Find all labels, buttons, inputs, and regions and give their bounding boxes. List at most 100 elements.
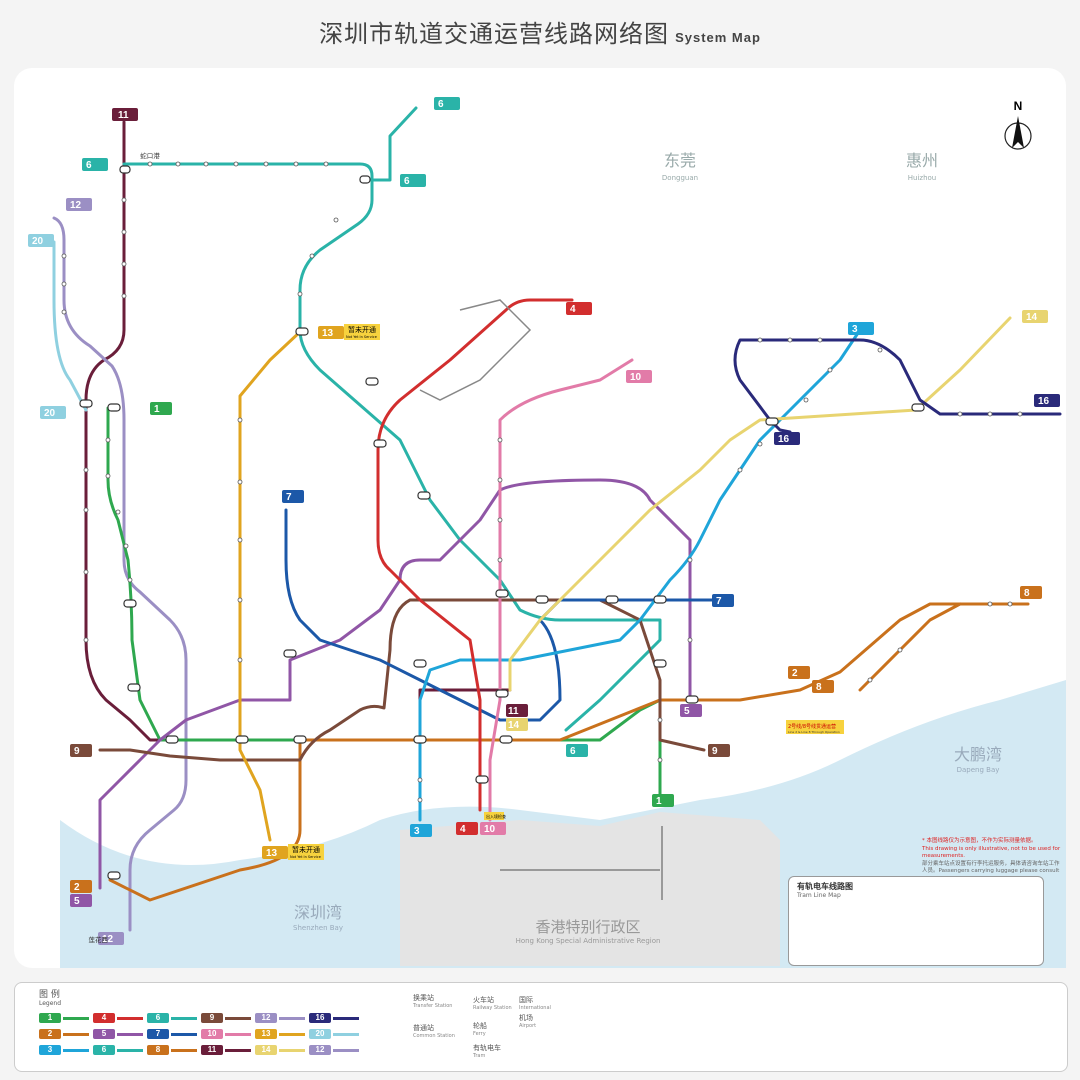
- badge-line-6d-label: 6: [570, 746, 576, 757]
- legend-line-badge: 5: [93, 1029, 115, 1039]
- badge-line-2a-label: 2: [792, 668, 798, 679]
- legend-line-badge: 3: [39, 1045, 61, 1055]
- badge-line-8a-label: 8: [1024, 588, 1030, 599]
- notice-not-open-2: 暂未开通: [292, 845, 320, 854]
- badge-line-7a-label: 7: [286, 492, 292, 503]
- badge-line-12b: 12: [98, 932, 124, 945]
- badge-line-10a-label: 10: [630, 372, 642, 383]
- badge-line-3a-label: 3: [852, 324, 858, 335]
- hong-kong-area: [400, 812, 780, 966]
- badge-line-20b: 20: [40, 406, 66, 419]
- legend-line-bar: [117, 1033, 143, 1036]
- badge-line-20a: 20: [28, 234, 54, 247]
- legend-line-10: 10: [201, 1029, 253, 1039]
- legend-line-bar: [171, 1017, 197, 1020]
- legend-line-badge: 12: [309, 1045, 331, 1055]
- legend-line-6: 6: [147, 1013, 199, 1023]
- badge-line-20b-label: 20: [44, 408, 56, 419]
- tram-title-zh: 有轨电车线路图: [797, 882, 853, 891]
- compass-icon: N: [1004, 99, 1032, 150]
- badge-line-7b-label: 7: [716, 596, 722, 607]
- notice-not-open-2-en: Not Yet In Service: [290, 855, 321, 859]
- badge-line-7b: 7: [712, 594, 734, 607]
- notice-border-check: 出入境检查: [486, 813, 506, 819]
- legend-line-badge: 10: [201, 1029, 223, 1039]
- legend-line-bar: [279, 1049, 305, 1052]
- badge-line-5b: 5: [70, 894, 92, 907]
- badge-line-1b-label: 1: [656, 796, 662, 807]
- badge-line-3a: 3: [848, 322, 874, 335]
- line-4: [376, 298, 574, 812]
- common-stations: [61, 161, 1023, 803]
- badge-line-12b-label: 12: [102, 934, 114, 945]
- land-panel: [14, 68, 1066, 968]
- station-label: 蛇口港: [140, 151, 160, 160]
- line-10: [488, 358, 634, 822]
- legend-line-bar: [225, 1049, 251, 1052]
- badge-line-9a: 9: [70, 744, 92, 757]
- badge-line-10b: 10: [480, 822, 506, 835]
- legend-line-bar: [225, 1017, 251, 1020]
- line-5: [98, 478, 692, 890]
- badge-line-9b-label: 9: [712, 746, 718, 757]
- line-3: [418, 328, 862, 822]
- legend-line-13: 13: [255, 1029, 307, 1039]
- map-title-zh: 深圳市轨道交通运营线路网络图: [319, 20, 670, 48]
- line-7: [284, 508, 724, 722]
- legend-line-bar: [171, 1033, 197, 1036]
- badge-line-13b-label: 13: [266, 848, 278, 859]
- legend-line-badge: 1: [39, 1013, 61, 1023]
- legend-line-bar: [117, 1049, 143, 1052]
- badge-line-4a: 4: [566, 302, 592, 315]
- badge-line-6a-label: 6: [86, 160, 92, 171]
- legend-line-bar: [225, 1033, 251, 1036]
- badge-line-2b: 2: [70, 880, 92, 893]
- badge-line-14a-label: 14: [1026, 312, 1038, 323]
- transfer-stations: [79, 165, 925, 880]
- badge-line-8b-label: 8: [816, 682, 822, 693]
- notice-not-open-1-en: Not Yet In Service: [346, 335, 377, 339]
- badge-line-11b-label: 11: [508, 706, 519, 717]
- notice-through-operation-en: Line 2 & Line 8 Through Operation: [788, 730, 840, 734]
- hk-rail: [500, 826, 663, 900]
- legend-line-bar: [63, 1049, 89, 1052]
- legend-line-3: 3: [39, 1045, 91, 1055]
- badge-line-16a: 16: [1034, 394, 1060, 407]
- badge-line-2a: 2: [788, 666, 810, 679]
- legend-line-badge: 20: [309, 1029, 331, 1039]
- legend-line-4: 4: [93, 1013, 145, 1023]
- legend-line-bar: [279, 1017, 305, 1020]
- legend-line-12: 12: [255, 1013, 307, 1023]
- badge-line-8b: 8: [812, 680, 834, 693]
- badge-line-14a: 14: [1022, 310, 1048, 323]
- badge-line-4b-label: 4: [460, 824, 466, 835]
- badge-line-11b: 11: [506, 704, 528, 717]
- disclaimer-red-en: This drawing is only illustrative, not t…: [922, 845, 1061, 860]
- line-11: [84, 120, 512, 742]
- badge-line-20a-label: 20: [32, 236, 44, 247]
- line-20: [52, 240, 88, 412]
- badge-line-16b: 16: [774, 432, 800, 445]
- badge-line-6b: 6: [434, 97, 460, 110]
- legend-line-bar: [63, 1033, 89, 1036]
- badge-line-6b-label: 6: [438, 99, 444, 110]
- legend-line-badge: 13: [255, 1029, 277, 1039]
- badge-line-7a: 7: [282, 490, 304, 503]
- badge-line-14b: 14: [506, 718, 528, 731]
- legend-line-bar: [333, 1033, 359, 1036]
- notice-not-open-1: 暂未开通: [348, 325, 376, 334]
- region-hong-kong-en: Hong Kong Special Administrative Region: [516, 937, 661, 945]
- legend-line-badge: 6: [93, 1045, 115, 1055]
- legend-line-bar: [333, 1017, 359, 1020]
- legend-line-9: 9: [201, 1013, 253, 1023]
- legend-line-badge: 16: [309, 1013, 331, 1023]
- badge-line-9a-label: 9: [74, 746, 80, 757]
- region-huizhou: 惠州: [906, 151, 938, 170]
- badge-line-13b: 13: [262, 846, 288, 859]
